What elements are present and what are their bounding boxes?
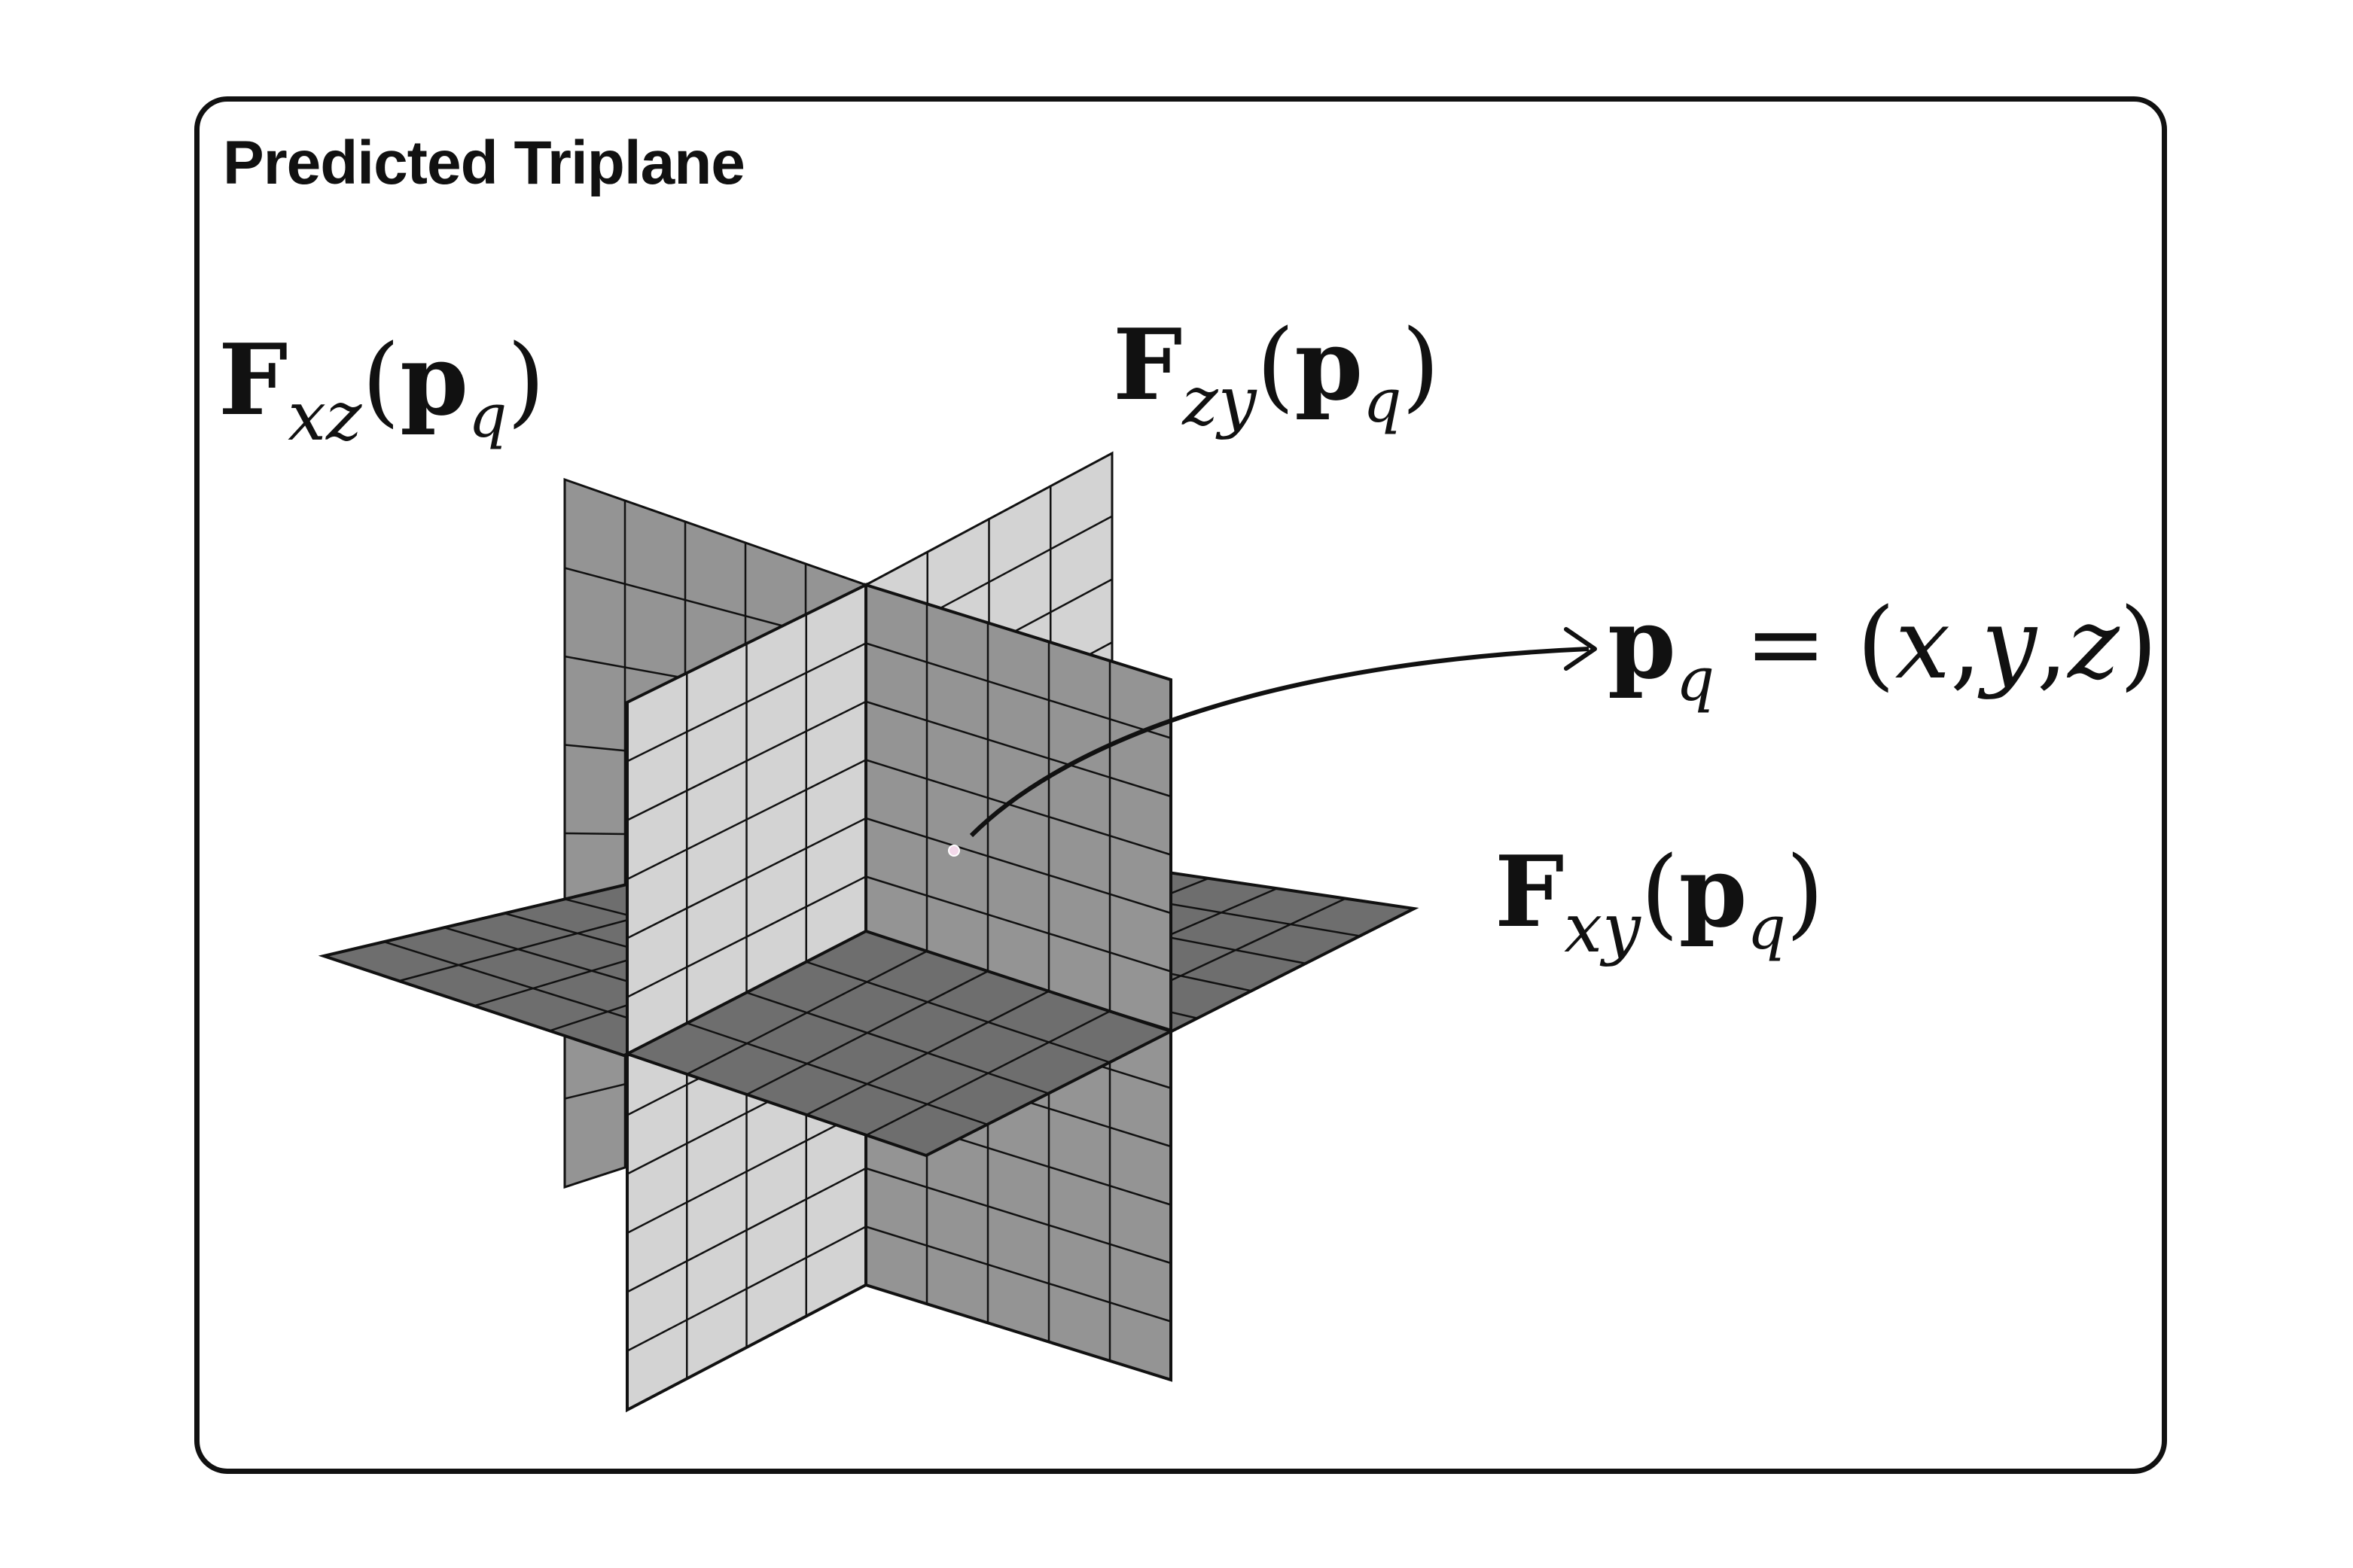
query-arrow-head [1564, 627, 1597, 671]
label-xz-open: ( [361, 323, 401, 437]
query-point-marker [948, 845, 960, 857]
query-arrow [969, 647, 1589, 838]
grid-line [746, 970, 989, 1096]
qp-close: ) [2119, 586, 2158, 701]
qp-z: z [2068, 586, 2120, 701]
grid-line [865, 817, 1172, 915]
figure-panel [194, 96, 2167, 1474]
grid-line [626, 700, 867, 821]
grid-line [626, 642, 867, 763]
qp-comma1: , [1950, 586, 1982, 701]
label-zy-open: ( [1256, 308, 1295, 422]
grid-line [626, 759, 867, 881]
qp-comma2: , [2036, 586, 2068, 701]
grid-line [686, 950, 928, 1076]
grid-line [746, 991, 1049, 1095]
label-query-point: pq=(x,y,z) [1608, 595, 2157, 710]
label-xz-F: F [218, 322, 288, 437]
label-zy-q: q [1363, 366, 1402, 436]
grid-line [865, 1225, 1172, 1323]
panel-title: Predicted Triplane [223, 129, 745, 197]
qp-eq: = [1745, 586, 1827, 701]
grid-line [865, 759, 1172, 856]
grid-line [686, 1022, 988, 1125]
grid-line [806, 990, 1050, 1116]
label-xy-p: p [1678, 834, 1748, 949]
grid-line [865, 642, 1172, 739]
label-xy-F: F [1495, 834, 1565, 949]
grid-line [865, 700, 1172, 798]
label-xy-close: ) [1785, 835, 1824, 949]
qp-open: ( [1857, 586, 1895, 701]
qp-p: p [1608, 586, 1676, 701]
label-zy-p: p [1294, 307, 1364, 422]
grid-line [865, 1167, 1172, 1265]
label-xy-sub: xy [1564, 889, 1641, 968]
label-xz-p: p [400, 322, 469, 437]
label-zy-F: F [1113, 307, 1183, 422]
grid-line [626, 1225, 867, 1352]
qp-y: y [1981, 586, 2037, 701]
label-plane-xz: Fxz(pq) [218, 331, 545, 451]
grid-line [806, 961, 1111, 1064]
grid-line [626, 875, 867, 998]
grid-line [626, 1167, 867, 1293]
label-plane-xy: Fxy(pq) [1495, 843, 1824, 963]
qp-x: x [1894, 586, 1951, 701]
label-zy-close: ) [1401, 308, 1440, 422]
label-xy-open: ( [1640, 835, 1679, 949]
plane-xy-corner-grid [686, 950, 1111, 1137]
qp-q: q [1675, 644, 1715, 714]
label-xz-q: q [468, 381, 507, 451]
label-xy-q: q [1747, 893, 1786, 963]
label-xz-sub: xz [288, 377, 362, 456]
grid-line [626, 1109, 867, 1235]
label-plane-zy: Fzy(pq) [1113, 316, 1440, 436]
label-xz-close: ) [507, 323, 546, 437]
label-zy-sub: zy [1182, 362, 1257, 441]
grid-line [865, 875, 1172, 973]
plane-xy-front-corner [623, 929, 1175, 1158]
grid-line [626, 817, 867, 939]
grid-line [866, 1010, 1111, 1137]
